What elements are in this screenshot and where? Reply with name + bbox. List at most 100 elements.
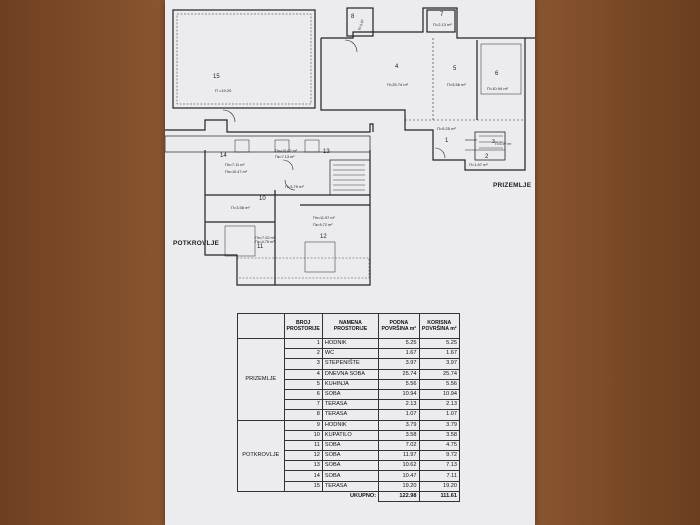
- room-6-area: П=10.94 m²: [487, 86, 509, 91]
- row-name: WC: [321, 348, 380, 360]
- row-korisna: 4.75: [418, 439, 461, 452]
- room-8-area: П=1.07: [357, 19, 365, 31]
- room-12-area-floor: Пк=9.72 m²: [313, 223, 333, 227]
- row-number: 4: [283, 368, 323, 380]
- row-korisna: 5.56: [418, 378, 461, 390]
- row-korisna: 1.67: [418, 348, 461, 360]
- row-name: TERASA: [321, 480, 380, 492]
- row-korisna: 10.94: [418, 388, 461, 401]
- row-name: SOBA: [321, 470, 380, 482]
- room-11-area-floor: Пк=4.75 m²: [255, 240, 275, 244]
- prizemlje-label: PRIZEMLJE: [493, 182, 532, 189]
- row-podna: 1.07: [378, 409, 420, 421]
- row-korisna: 2.13: [418, 399, 461, 411]
- row-podna: 10.94: [378, 388, 420, 401]
- room-8-number: 8: [351, 14, 355, 20]
- room-2-number: 2: [485, 154, 489, 160]
- row-korisna: 25.74: [418, 368, 461, 380]
- row-number: 13: [283, 460, 323, 472]
- room-3-area: П=3.97 m²: [495, 142, 512, 146]
- row-number: 1: [283, 337, 323, 350]
- row-number: 12: [283, 450, 323, 462]
- row-number: 10: [283, 429, 323, 441]
- row-podna: 5.25: [378, 337, 420, 350]
- floor-plan-sheet: 15 П =19.20 4 П=25.74 m² 5 П=5.56 m² 6 П…: [165, 0, 535, 525]
- row-number: 9: [283, 419, 323, 431]
- row-korisna: 19.20: [418, 480, 461, 492]
- row-podna: 7.02: [378, 439, 420, 452]
- row-korisna: 3.79: [418, 419, 461, 431]
- header-broj: BROJ PROSTORIJE: [283, 313, 323, 339]
- row-name: KUHINJA: [321, 378, 380, 390]
- room-11-area-usable: Пn=7.02 m²: [255, 236, 276, 240]
- row-podna: 25.74: [378, 368, 420, 380]
- row-korisna: 7.13: [418, 460, 461, 472]
- row-name: STEPENIŠTE: [321, 358, 380, 370]
- row-podna: 10.62: [378, 460, 420, 472]
- room-14-area-floor: Пп=10.47 m²: [225, 170, 248, 174]
- row-number: 7: [283, 399, 323, 411]
- group-prizemlje: PRIZEMLJE: [237, 338, 285, 421]
- room-1-area: П=5.25 m²: [437, 126, 456, 131]
- room-12-area-usable: Пn=11.97 m²: [313, 216, 335, 220]
- row-podna: 11.97: [378, 450, 420, 462]
- row-number: 3: [283, 358, 323, 370]
- room-9-area: П=3.79 m²: [285, 184, 304, 189]
- row-number: 6: [283, 388, 323, 401]
- wood-background-right: [535, 0, 700, 525]
- room-7-area: П=2.13 m²: [433, 22, 452, 27]
- row-podna: 3.97: [378, 358, 420, 370]
- room-area-table: BROJ PROSTORIJE NAMENA PROSTORIJE PODNA …: [237, 313, 461, 503]
- room-11-number: 11: [257, 244, 264, 250]
- row-korisna: 7.11: [418, 470, 461, 482]
- room-13-area-usable: Пn=10.62 m²: [275, 149, 298, 153]
- row-name: SOBA: [321, 388, 380, 401]
- room-5-number: 5: [453, 66, 457, 72]
- potkrovlje-label: POTKROVLJE: [173, 240, 220, 247]
- row-podna: 2.13: [378, 399, 420, 411]
- room-10-number: 10: [259, 196, 266, 202]
- room-15-number: 15: [213, 74, 220, 80]
- row-podna: 10.47: [378, 470, 420, 482]
- room-2-area: П=1.67 m²: [469, 162, 488, 167]
- row-name: DNEVNA SOBA: [321, 368, 380, 380]
- row-number: 14: [283, 470, 323, 482]
- row-number: 8: [283, 409, 323, 421]
- room-13-area-floor: Пк=7.13 m²: [275, 155, 295, 159]
- total-podna: 122.98: [378, 490, 420, 503]
- row-name: SOBA: [321, 439, 380, 452]
- row-name: TERASA: [321, 409, 380, 421]
- row-korisna: 3.97: [418, 358, 461, 370]
- room-15-outline: [172, 9, 316, 109]
- row-number: 15: [283, 480, 323, 492]
- row-number: 5: [283, 378, 323, 390]
- row-name: TERASA: [321, 399, 380, 411]
- room-12-number: 12: [320, 234, 327, 240]
- header-namena: NAMENA PROSTORIJE: [321, 313, 380, 339]
- row-name: HODNIK: [321, 337, 380, 350]
- room-7-number: 7: [440, 12, 444, 18]
- row-podna: 19.20: [378, 480, 420, 492]
- room-14-number: 14: [220, 153, 227, 159]
- table-header-row: BROJ PROSTORIJE NAMENA PROSTORIJE PODNA …: [237, 313, 461, 339]
- row-korisna: 1.07: [418, 409, 461, 421]
- wood-background-left: [0, 0, 165, 525]
- row-name: SOBA: [321, 460, 380, 472]
- row-number: 2: [283, 348, 323, 360]
- room-15-area: П =19.20: [215, 88, 232, 93]
- room-10-area: П=3.58 m²: [231, 205, 250, 210]
- row-korisna: 9.72: [418, 450, 461, 462]
- row-podna: 3.79: [378, 419, 420, 431]
- header-podna: PODNA POVRŠINA m²: [378, 313, 420, 339]
- room-13-number: 13: [323, 149, 330, 155]
- table-total-row: UKUPNO: 122.98 111.61: [238, 490, 461, 503]
- room-5-area: П=5.56 m²: [447, 82, 466, 87]
- row-korisna: 3.58: [418, 429, 461, 441]
- header-korisna: KORISNA POVRŠINA m²: [418, 313, 461, 339]
- row-podna: 5.56: [378, 378, 420, 390]
- room-14-area-usable: Пn=7.11 m²: [225, 163, 245, 167]
